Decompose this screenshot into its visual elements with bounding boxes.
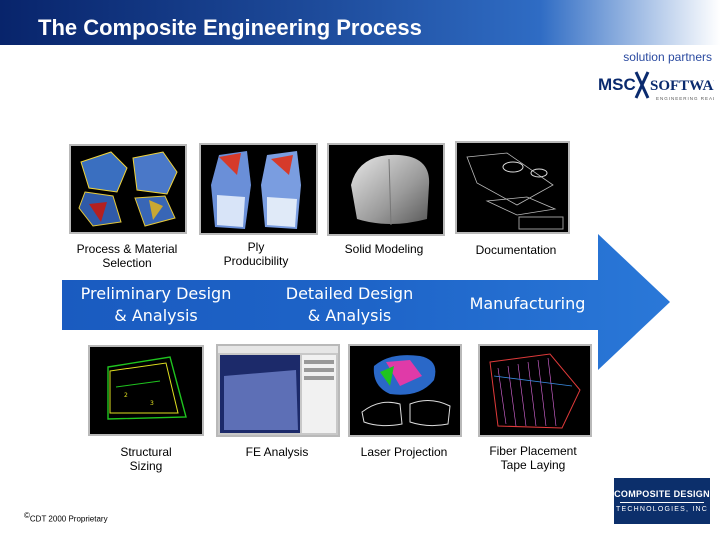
process-arrow-band	[62, 234, 670, 370]
fiber-placement-screenshot	[478, 344, 592, 437]
step-label-fe-analysis: FE Analysis	[245, 445, 309, 459]
svg-text:MSC: MSC	[598, 75, 636, 94]
step-label-ply-producibility: Ply Producibility	[223, 240, 289, 268]
step-label-fiber-placement: Fiber Placement Tape Laying	[489, 444, 577, 472]
page-title: The Composite Engineering Process	[38, 15, 422, 40]
step-label-documentation: Documentation	[475, 243, 557, 257]
copyright-text: CDT 2000 Proprietary	[29, 514, 108, 524]
step-label-structural-sizing: Structural Sizing	[120, 445, 172, 473]
copyright-symbol-icon: ©	[24, 511, 30, 520]
manufacturing-label: Manufacturing	[469, 294, 586, 313]
detailed-design-label: Detailed Design & Analysis	[285, 284, 414, 325]
solid-modeling-screenshot	[327, 143, 445, 236]
copyright-notice: ©CDT 2000 Proprietary	[24, 511, 108, 524]
process-material-screenshot	[69, 144, 187, 234]
header-bar: The Composite Engineering Process	[0, 0, 720, 45]
ply-producibility-screenshot	[199, 143, 318, 235]
step-label-laser-projection: Laser Projection	[360, 445, 448, 459]
cdt-logo-divider	[620, 502, 704, 503]
documentation-screenshot	[455, 141, 570, 234]
laser-projection-screenshot	[348, 344, 462, 437]
structural-sizing-screenshot: 2 3	[88, 345, 204, 436]
svg-text:ENGINEERING REALITY: ENGINEERING REALITY	[656, 96, 714, 101]
step-label-process-material: Process & Material Selection	[76, 242, 178, 270]
cdt-logo-line2: TECHNOLOGIES, INC	[616, 506, 708, 513]
svg-text:2: 2	[124, 392, 128, 399]
solution-partners-label: solution partners	[623, 50, 712, 64]
cdt-logo-line1: COMPOSITE DESIGN	[614, 489, 710, 499]
msc-software-logo: MSC SOFTWARE ENGINEERING REALITY	[598, 71, 714, 101]
svg-text:SOFTWARE: SOFTWARE	[650, 78, 714, 94]
step-label-solid-modeling: Solid Modeling	[344, 242, 424, 256]
svg-text:3: 3	[150, 400, 154, 407]
cdt-logo: COMPOSITE DESIGN TECHNOLOGIES, INC	[614, 478, 710, 524]
preliminary-design-label: Preliminary Design & Analysis	[80, 284, 232, 325]
fe-analysis-screenshot	[216, 344, 340, 437]
